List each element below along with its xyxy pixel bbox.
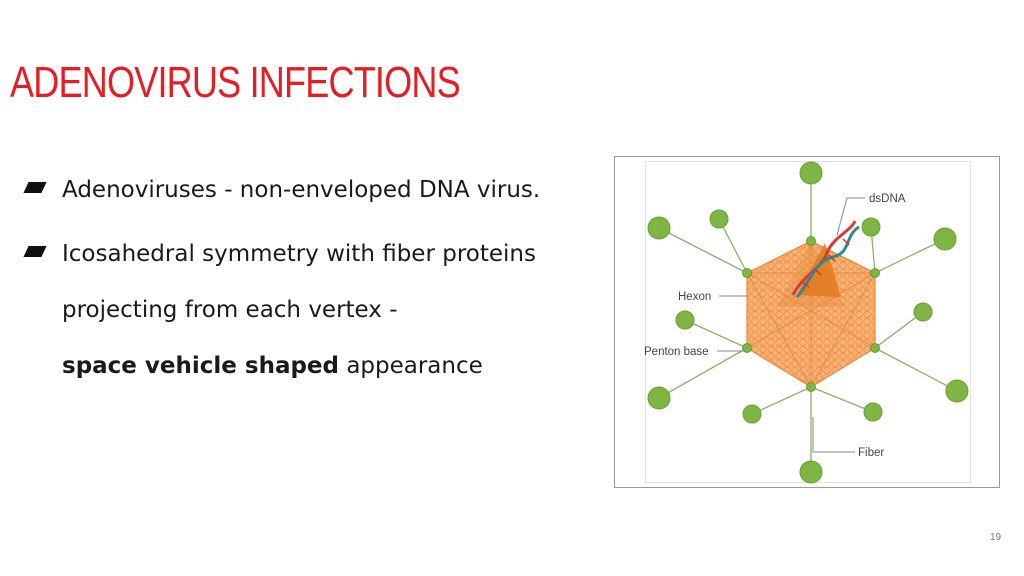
bullet-item: Adenoviruses - non-enveloped DNA virus.: [23, 162, 584, 218]
fiber-lines: [658, 173, 958, 472]
penton-base-dots: [742, 236, 880, 392]
bullet-list: Adenoviruses - non-enveloped DNA virus. …: [23, 162, 584, 402]
bullet-text: Icosahedral symmetry with fiber proteins…: [62, 226, 584, 394]
page-number: 19: [990, 532, 1002, 543]
bullet-icon: [23, 246, 47, 257]
bullet-item: Icosahedral symmetry with fiber proteins…: [23, 226, 584, 394]
slide-title: ADENOVIRUS INFECTIONS: [10, 58, 461, 107]
label-hexon: Hexon: [678, 291, 711, 303]
bullet-text-after: appearance: [346, 353, 483, 379]
adenovirus-illustration: dsDNA Hexon Penton base Fiber: [644, 161, 969, 484]
label-dsdna: dsDNA: [869, 193, 906, 205]
label-penton-base: Penton base: [644, 346, 709, 358]
diagram-labels: dsDNA Hexon Penton base Fiber: [644, 193, 906, 459]
label-fiber: Fiber: [858, 447, 884, 459]
adenovirus-diagram: dsDNA Hexon Penton base Fiber: [614, 156, 1000, 488]
fiber-knobs: [647, 161, 969, 484]
bullet-text-bold: space vehicle shaped: [62, 353, 339, 379]
label-leader-lines: [717, 197, 865, 453]
icosahedral-capsid: [746, 240, 876, 388]
dsdna-helix: [791, 220, 860, 298]
bullet-text-main: Icosahedral symmetry with fiber proteins…: [62, 241, 536, 323]
bullet-icon: [23, 182, 47, 193]
bullet-text: Adenoviruses - non-enveloped DNA virus.: [62, 177, 541, 203]
